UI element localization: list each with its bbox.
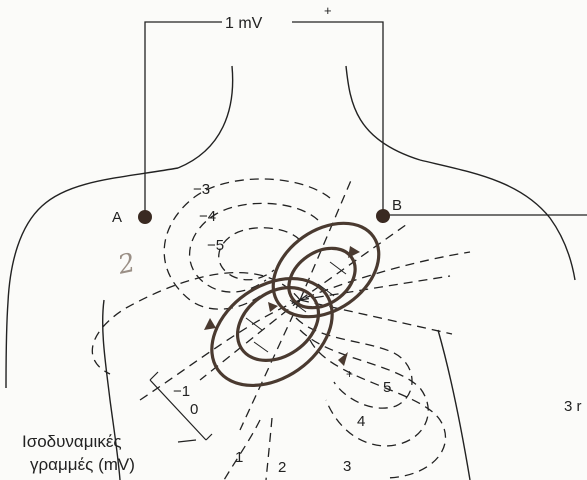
- label-neg3: −3: [193, 181, 210, 198]
- wire-a: [145, 22, 222, 215]
- electrode-a-label: A: [112, 209, 122, 226]
- left-arm-outer: [6, 302, 8, 388]
- hatch-line: [254, 342, 268, 352]
- label-zero: 0: [190, 401, 198, 418]
- caption-line1: Ισοδυναμικές: [22, 432, 122, 451]
- right-cut-label: 3 r: [564, 398, 582, 415]
- hatch-line: [330, 262, 346, 274]
- polarity-plus: +: [324, 3, 332, 18]
- isoline-2: [266, 418, 272, 480]
- label-pos4: 4: [357, 413, 365, 430]
- ray-lower-1: [240, 300, 300, 430]
- voltage-label: 1 mV: [225, 15, 263, 32]
- label-pos1: 1: [235, 449, 243, 466]
- arrow-center: [268, 302, 278, 312]
- right-side: [438, 330, 470, 480]
- label-neg1: −1: [173, 383, 190, 400]
- neck-left: [178, 66, 233, 168]
- label-inner-plus: +: [346, 367, 353, 381]
- left-shoulder: [8, 168, 178, 302]
- label-pos2: 2: [278, 459, 286, 476]
- voltmeter-circuit: [145, 22, 587, 215]
- caption-leader: [178, 440, 196, 442]
- label-pos5: 5: [383, 379, 391, 396]
- arrow-upper: [348, 246, 360, 258]
- electrode-b-dot: [376, 209, 390, 223]
- caption-line2: γραμμές (mV): [30, 455, 135, 474]
- label-neg5: −5: [207, 237, 224, 254]
- axis-line: [140, 252, 470, 400]
- wire-b: [292, 22, 383, 215]
- torso-outline: [6, 66, 575, 480]
- handwritten-mark: 2: [115, 248, 138, 281]
- arrow-left: [204, 318, 216, 330]
- isopotential-lines: [92, 178, 470, 480]
- left-armpit: [103, 300, 120, 480]
- label-pos3: 3: [343, 458, 351, 475]
- electrode-a-dot: [138, 210, 152, 224]
- right-shoulder: [420, 160, 575, 280]
- dipole-loops: [192, 204, 397, 408]
- isoline-neg5: [219, 228, 300, 280]
- label-neg4: −4: [199, 208, 216, 225]
- electrode-b-label: B: [392, 197, 402, 214]
